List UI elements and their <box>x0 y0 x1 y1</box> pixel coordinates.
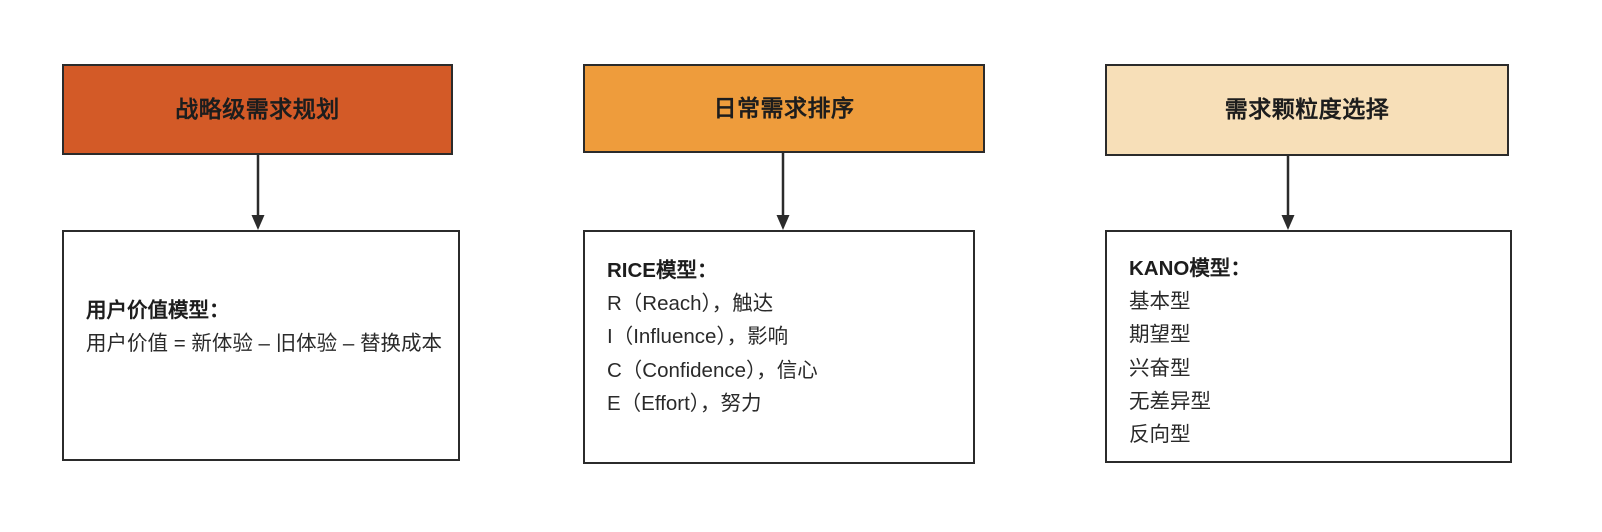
header-title-strategic-planning: 战略级需求规划 <box>175 95 340 122</box>
content-line-kano-basic: 基本型 <box>1129 290 1191 314</box>
header-title-daily-prioritization: 日常需求排序 <box>713 94 855 121</box>
header-box-granularity-selection[interactable]: 需求颗粒度选择 <box>1105 64 1509 156</box>
column-daily-prioritization: 日常需求排序 RICE模型： R（Reach），触达 I（Influence），… <box>583 0 986 532</box>
content-inner-kano-model: KANO模型： 基本型 期望型 兴奋型 无差异型 反向型 <box>1129 252 1500 451</box>
content-line-kano-performance: 期望型 <box>1129 323 1191 347</box>
content-line-rice-influence: I（Influence），影响 <box>607 325 789 349</box>
header-title-granularity-selection: 需求颗粒度选择 <box>1224 96 1390 123</box>
content-heading-kano-model: KANO模型： <box>1129 257 1251 280</box>
connector-arrow-granularity-selection <box>1280 156 1296 230</box>
content-line-rice-reach: R（Reach），触达 <box>607 292 774 316</box>
column-strategic-planning: 战略级需求规划 用户价值模型： 用户价值 = 新体验 – 旧体验 – 替换成本 <box>62 0 461 532</box>
content-line-rice-effort: E（Effort），努力 <box>607 391 762 415</box>
header-box-strategic-planning[interactable]: 战略级需求规划 <box>62 64 453 155</box>
content-heading-user-value-model: 用户价值模型： <box>86 299 230 322</box>
content-line-kano-reverse: 反向型 <box>1129 423 1191 447</box>
content-box-kano-model[interactable]: KANO模型： 基本型 期望型 兴奋型 无差异型 反向型 <box>1105 230 1512 463</box>
content-line-kano-excitement: 兴奋型 <box>1129 356 1191 380</box>
content-heading-rice-model: RICE模型： <box>607 259 718 282</box>
header-box-daily-prioritization[interactable]: 日常需求排序 <box>583 64 985 153</box>
content-box-user-value-model[interactable]: 用户价值模型： 用户价值 = 新体验 – 旧体验 – 替换成本 <box>62 230 460 461</box>
connector-arrow-daily-prioritization <box>775 153 791 230</box>
content-line-user-value-formula: 用户价值 = 新体验 – 旧体验 – 替换成本 <box>86 332 442 356</box>
content-line-rice-confidence: C（Confidence），信心 <box>607 358 818 382</box>
content-inner-user-value-model: 用户价值模型： 用户价值 = 新体验 – 旧体验 – 替换成本 <box>86 294 448 360</box>
content-inner-rice-model: RICE模型： R（Reach），触达 I（Influence），影响 C（Co… <box>607 254 963 420</box>
content-box-rice-model[interactable]: RICE模型： R（Reach），触达 I（Influence），影响 C（Co… <box>583 230 975 464</box>
connector-arrow-strategic-planning <box>250 155 266 230</box>
column-granularity-selection: 需求颗粒度选择 KANO模型： 基本型 期望型 兴奋型 无差异型 反向型 <box>1105 0 1512 532</box>
content-line-kano-indifferent: 无差异型 <box>1129 389 1211 413</box>
